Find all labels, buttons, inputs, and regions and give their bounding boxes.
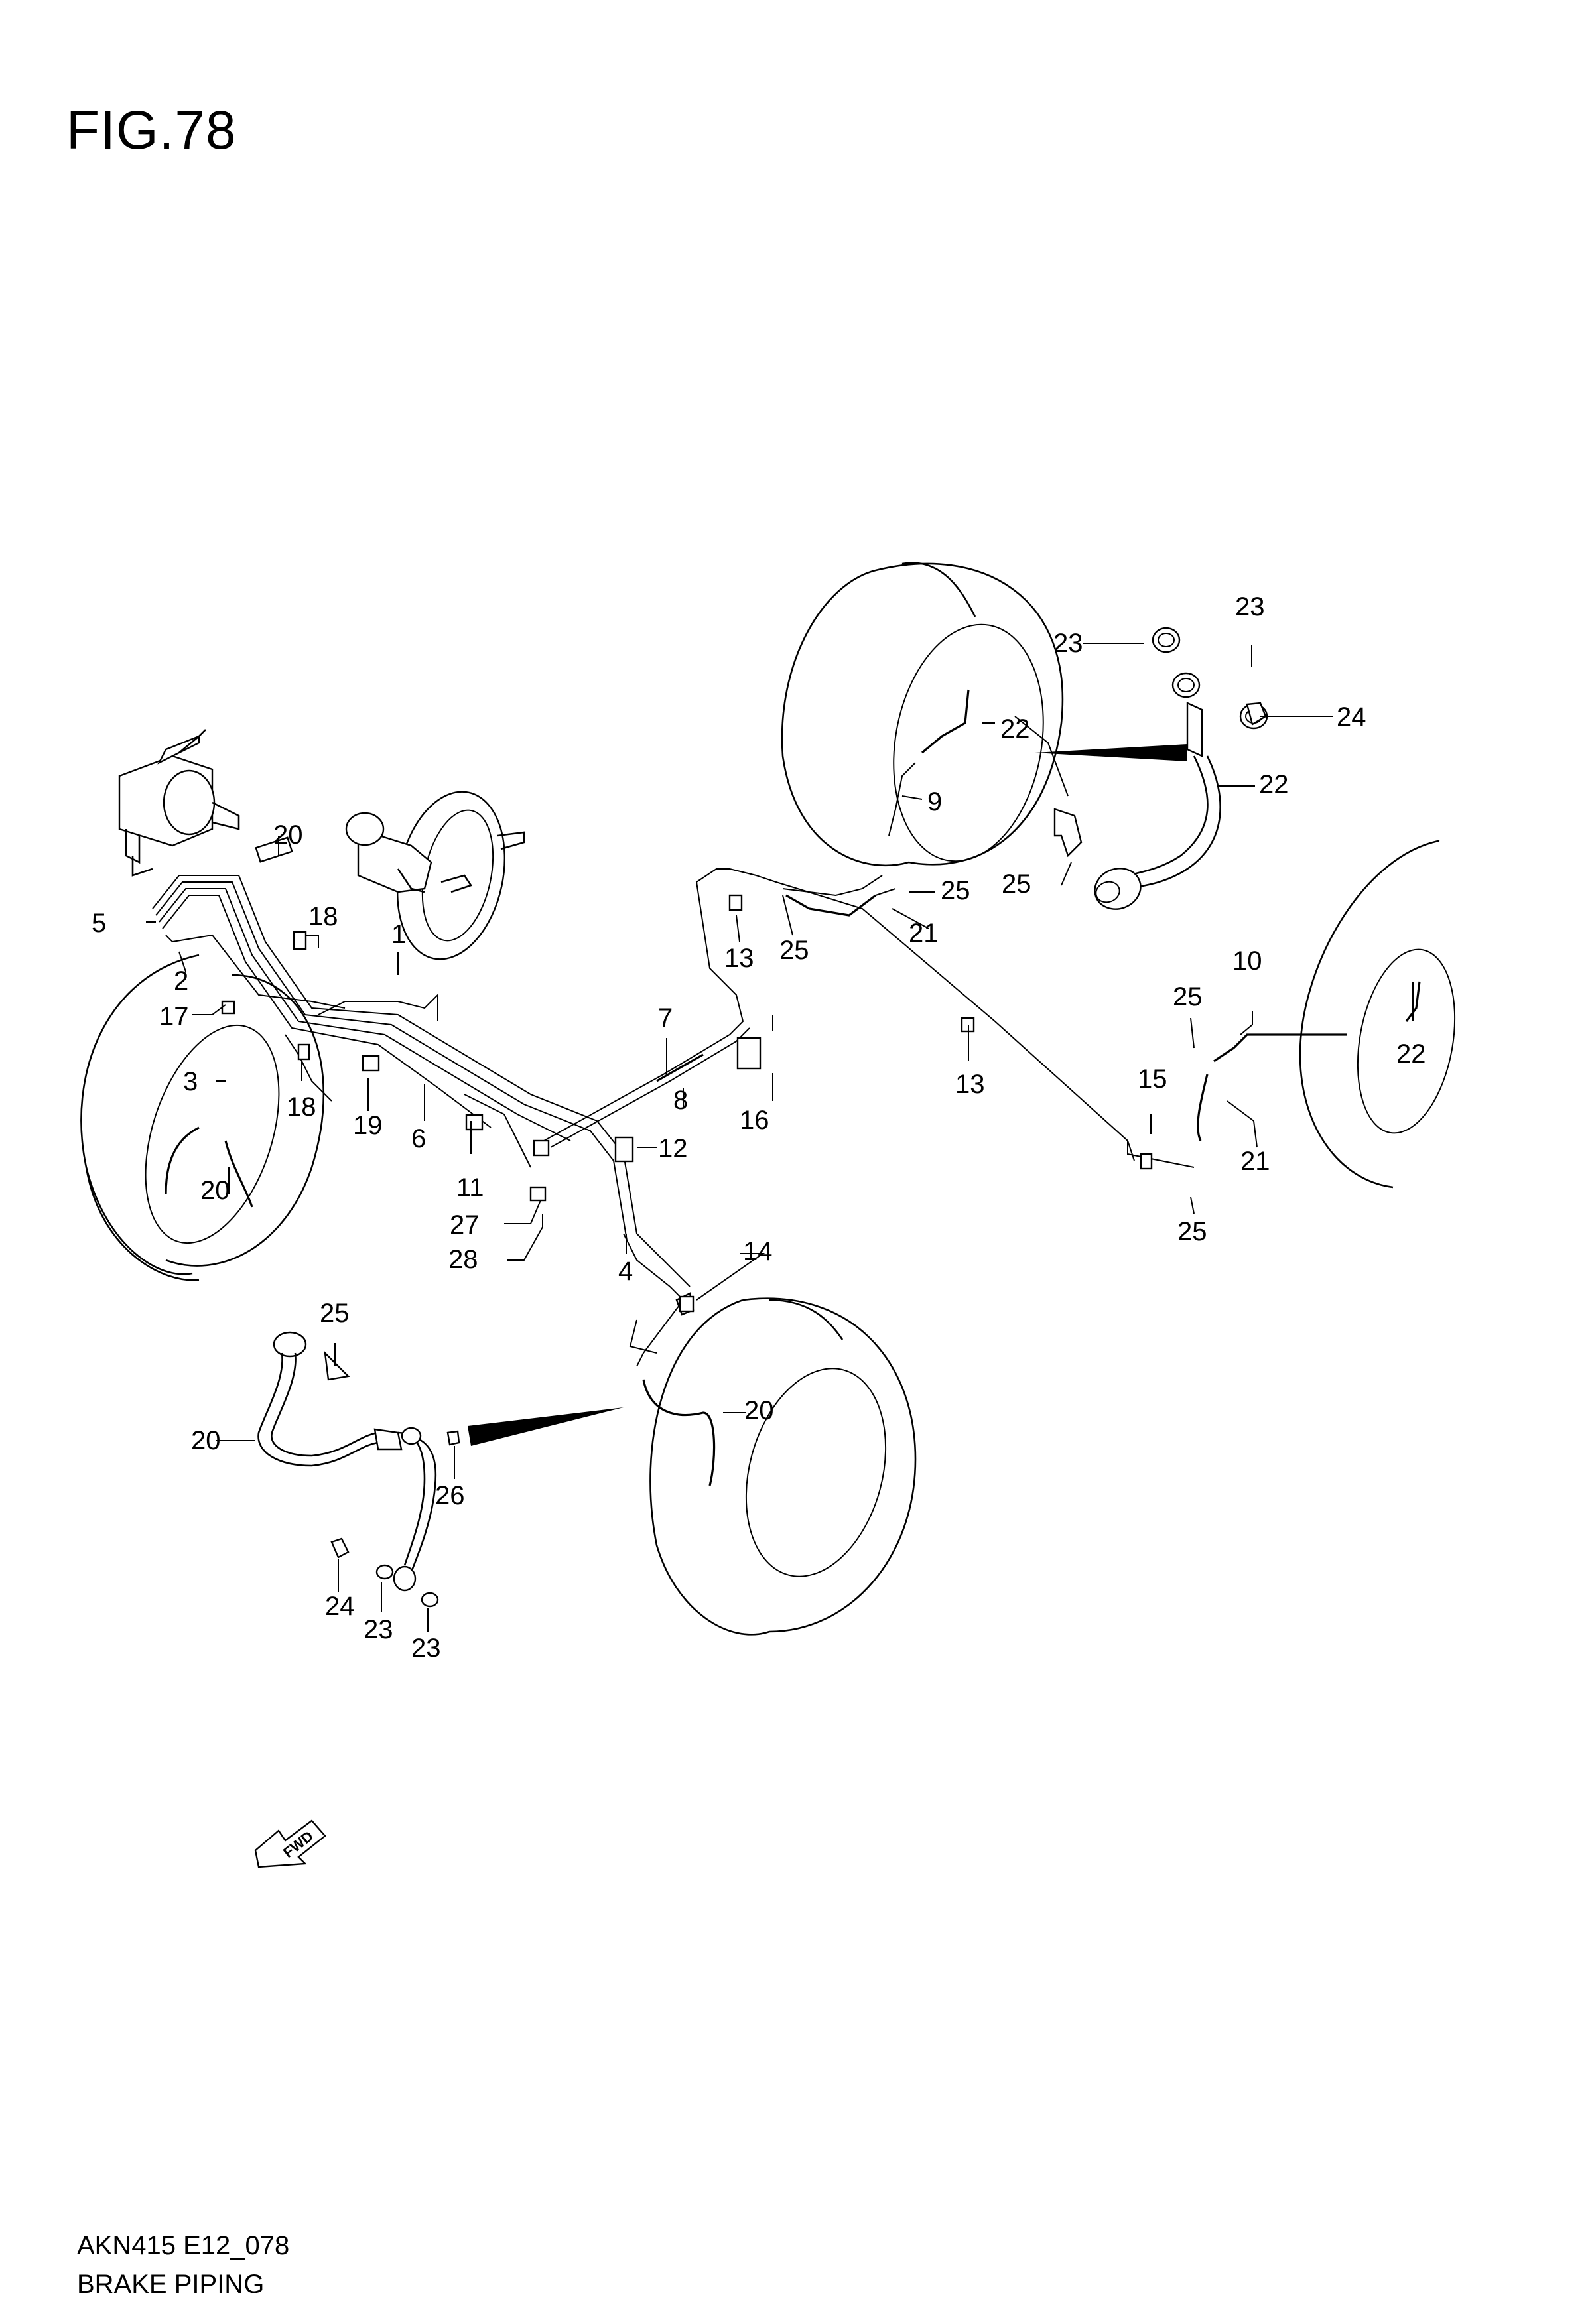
- callout-2: 2: [174, 966, 188, 996]
- callout-3: 3: [183, 1067, 198, 1096]
- callout-25: 25: [1177, 1217, 1207, 1246]
- figure-caption: BRAKE PIPING: [77, 2270, 265, 2299]
- callout-25: 25: [941, 876, 970, 905]
- callout-11: 11: [456, 1173, 484, 1202]
- rear-left-wheel: [781, 562, 1069, 867]
- callout-25: 25: [779, 936, 809, 965]
- callout-9: 9: [927, 787, 942, 816]
- callout-18: 18: [308, 902, 338, 931]
- callout-17: 17: [159, 1002, 189, 1031]
- callout-23: 23: [1053, 629, 1083, 658]
- callout-18: 19: [353, 1111, 383, 1140]
- brake-pipe-bundle: [152, 875, 691, 1287]
- callout-28: 28: [448, 1245, 478, 1274]
- callout-14: 14: [743, 1237, 773, 1266]
- callout-16: 16: [740, 1106, 769, 1135]
- abs-hydraulic-unit: [118, 729, 240, 877]
- callout-17: 18: [287, 1092, 316, 1122]
- callout-21: 21: [1240, 1147, 1270, 1176]
- callout-4: 4: [618, 1257, 633, 1286]
- callout-7: 7: [658, 1003, 673, 1033]
- callout-25: 25: [320, 1299, 350, 1328]
- hose-21-and-9: [165, 689, 1421, 1486]
- leader-lines: [146, 643, 1414, 1632]
- front-hose-detail: [257, 1331, 624, 1608]
- figure-title: FIG.78: [66, 100, 237, 161]
- callout-20: 20: [744, 1396, 774, 1425]
- figure-code: AKN415 E12_078: [77, 2231, 290, 2260]
- callout-15: 15: [1138, 1065, 1167, 1094]
- callout-25: 25: [1002, 870, 1031, 899]
- callout-10: 10: [1232, 946, 1262, 976]
- front-left-wheel: [80, 954, 325, 1281]
- callout-22: 22: [1396, 1039, 1426, 1068]
- clips-and-fittings: [221, 808, 1153, 1313]
- callout-6: 6: [411, 1124, 426, 1153]
- callout-26: 26: [435, 1481, 465, 1510]
- rear-right-wheel: [1299, 840, 1456, 1189]
- callout-23: 23: [1235, 592, 1265, 621]
- callout-19: 20: [273, 820, 303, 850]
- callout-23: 23: [411, 1634, 441, 1663]
- callout-1: 1: [391, 920, 406, 949]
- fwd-arrow-icon: FWD: [254, 1819, 326, 1868]
- callout-27: 27: [450, 1210, 480, 1240]
- callout-13: 13: [724, 944, 754, 973]
- callout-22: 22: [1000, 714, 1030, 743]
- callout-24: 24: [1337, 702, 1366, 732]
- callout-20: 20: [200, 1176, 230, 1205]
- callout-labels: 23 23 24 22 22 9 25 25 21 25 13 13 10 25…: [92, 592, 1426, 1663]
- callout-22: 22: [1259, 770, 1289, 799]
- callout-21: 21: [909, 919, 939, 948]
- callout-24: 24: [325, 1592, 355, 1621]
- front-right-wheel: [649, 1297, 917, 1636]
- callout-12: 12: [658, 1134, 688, 1163]
- callout-20: 20: [191, 1426, 221, 1455]
- brake-booster: [345, 791, 525, 960]
- callout-13: 13: [955, 1070, 985, 1099]
- callout-25: 25: [1173, 982, 1203, 1011]
- callout-8: 8: [673, 1086, 688, 1115]
- callout-23: 23: [364, 1615, 393, 1644]
- rear-hose-detail: [1035, 627, 1268, 910]
- callout-5: 5: [92, 909, 106, 938]
- rear-brake-pipes: [543, 868, 1195, 1168]
